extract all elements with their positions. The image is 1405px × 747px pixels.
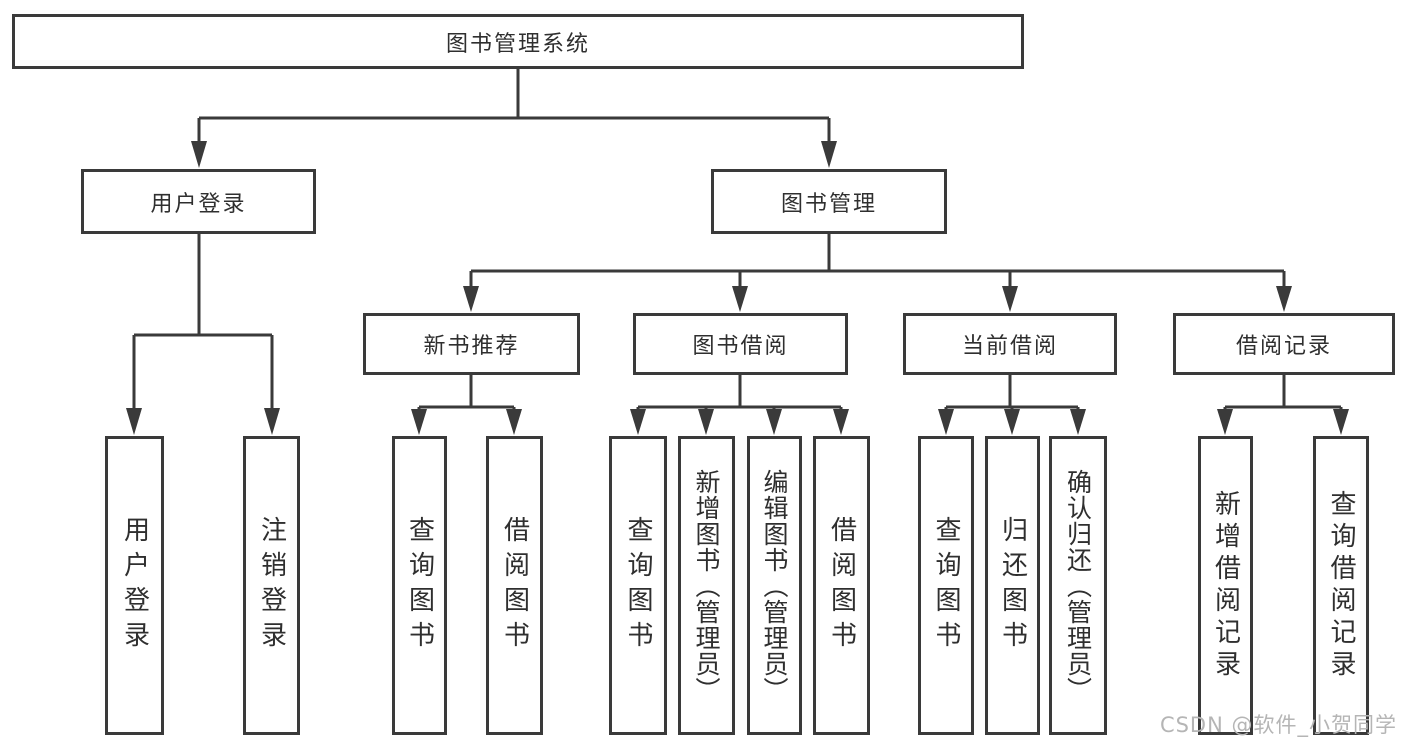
node-borrow-records: 借阅记录 <box>1173 313 1395 375</box>
node-label: 借阅图书 <box>499 515 530 656</box>
leaf-borrow-books-recommend: 借阅图书 <box>486 436 543 735</box>
node-label: 用户登录 <box>119 515 150 656</box>
node-user-login: 用户登录 <box>81 169 316 234</box>
node-label: 归还图书 <box>997 515 1028 656</box>
node-label: 当前借阅 <box>961 334 1058 359</box>
csdn-watermark: CSDN @软件_小贺同学 <box>1159 713 1397 737</box>
node-label: 确认归还（管理员） <box>1063 468 1093 703</box>
node-label: 新书推荐 <box>423 334 520 359</box>
arrowheads <box>126 141 1349 435</box>
node-label: 查询图书 <box>404 515 435 656</box>
node-label: 借阅记录 <box>1235 334 1332 359</box>
leaf-confirm-return-admin: 确认归还（管理员） <box>1049 436 1107 735</box>
leaf-query-books-current: 查询图书 <box>918 436 974 735</box>
node-new-book-recommend: 新书推荐 <box>363 313 580 375</box>
node-label: 新增借阅记录 <box>1210 489 1241 682</box>
leaf-add-borrow-record: 新增借阅记录 <box>1198 436 1253 735</box>
leaf-user-login: 用户登录 <box>105 436 164 735</box>
leaf-query-borrow-record: 查询借阅记录 <box>1313 436 1369 735</box>
node-label: 注销登录 <box>256 515 287 656</box>
node-library-management-system: 图书管理系统 <box>12 14 1024 69</box>
node-label: 图书借阅 <box>692 334 789 359</box>
node-label: 图书管理系统 <box>445 31 590 57</box>
leaf-query-books-borrowing: 查询图书 <box>609 436 667 735</box>
node-label: 借阅图书 <box>826 515 857 656</box>
node-book-management: 图书管理 <box>711 169 947 234</box>
node-label: 新增图书（管理员） <box>692 468 721 703</box>
node-label: 图书管理 <box>780 191 877 217</box>
node-current-borrowing: 当前借阅 <box>903 313 1117 375</box>
node-label: 查询图书 <box>623 515 653 656</box>
leaf-edit-book-admin: 编辑图书（管理员） <box>747 436 802 735</box>
leaf-add-book-admin: 新增图书（管理员） <box>678 436 735 735</box>
leaf-return-book: 归还图书 <box>985 436 1040 735</box>
leaf-borrow-books: 借阅图书 <box>813 436 870 735</box>
leaf-logout: 注销登录 <box>243 436 300 735</box>
node-label: 查询图书 <box>931 515 961 656</box>
leaf-query-books-recommend: 查询图书 <box>392 436 447 735</box>
node-label: 编辑图书（管理员） <box>760 468 789 703</box>
node-label: 用户登录 <box>150 191 247 217</box>
node-label: 查询借阅记录 <box>1326 489 1356 682</box>
node-book-borrowing: 图书借阅 <box>633 313 848 375</box>
